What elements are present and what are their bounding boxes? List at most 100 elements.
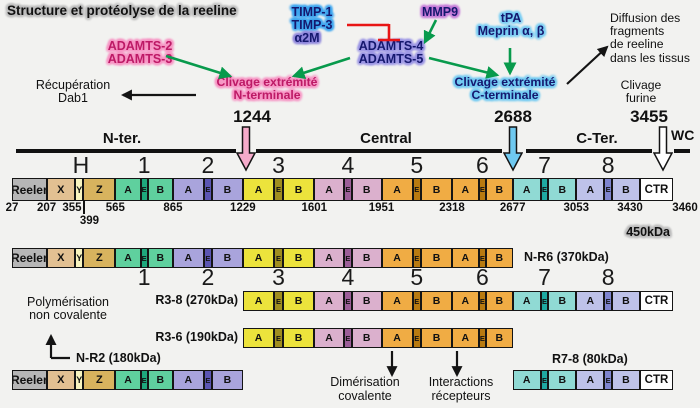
domain-box-R8: B [611,370,640,390]
domain-box-R6: A [452,178,479,201]
domain-box-Y: Y [74,178,84,201]
domain-box-R4: A [314,291,344,311]
domain-box-R2: A [172,370,204,390]
black-arrow [566,45,609,85]
domain-box-R7: B [548,291,577,311]
domain-box-R8: E [604,291,612,311]
mass-full-label: 450kDa [626,225,670,239]
domain-box-R8: B [611,291,640,311]
fragment-label-nr2: N-R2 (180kDa) [76,351,161,365]
repeat-header-4: 4 [341,152,355,178]
domain-box-R3: B [282,178,315,201]
domain-box-R8: B [611,178,640,201]
repeat-header-6: 6 [475,152,489,178]
repeat-header-H: H [72,152,90,178]
domain-box-R5: B [420,291,452,311]
domain-box-R3: E [274,248,283,268]
tick-label-355: 355 [62,202,82,214]
domain-box-R4: A [314,248,344,268]
domain-box-R1: B [147,178,173,201]
domain-box-R1: B [147,370,173,390]
repeat-header-5: 5 [410,264,424,290]
green-arrow [423,19,438,45]
domain-box-R5: A [381,248,413,268]
recuperation-label: Récupération Dab1 [35,78,111,105]
domain-box-R1: A [115,248,141,268]
pathway-label-mmp9: MMP9 [421,5,459,19]
domain-box-R5: B [420,178,452,201]
tick-label-207: 207 [36,202,57,214]
cleavage-site-number-3455: 3455 [630,107,668,126]
region-line-dash [674,149,690,153]
domain-box-R8: E [604,370,612,390]
repeat-header-8: 8 [601,264,615,290]
domain-box-R8: A [576,178,605,201]
domain-box-R1: A [115,178,141,201]
domain-box-R6: A [452,328,479,348]
domain-box-R5: E [412,291,421,311]
domain-box-reeler: Reeler [12,370,47,390]
domain-box-R4: E [343,178,352,201]
domain-box-R3: A [242,328,275,348]
repeat-header-7: 7 [538,152,551,178]
domain-box-R2: B [212,248,243,268]
domain-box-R8: A [576,291,605,311]
domain-box-R8: A [576,370,605,390]
cleavage-site-number-1244: 1244 [233,107,271,126]
domain-box-R4: B [351,328,382,348]
domain-box-R3: E [274,328,283,348]
domain-box-R2: A [172,178,204,201]
pathway-label-timp: TIMP-1 TIMP-3 [291,5,333,32]
domain-box-R2: B [212,178,243,201]
domain-box-Z: Z [83,248,116,268]
repeat-header-1: 1 [137,264,151,290]
domain-box-reeler: Reeler [12,248,47,268]
domain-box-R6: E [478,291,486,311]
domain-box-R3: A [242,291,275,311]
tick-label-27: 27 [5,202,19,214]
repeat-header-3: 3 [272,152,285,178]
domain-box-R4: E [343,291,352,311]
tick-label-3460: 3460 [672,202,698,214]
fragment-label-nr6: N-R6 (370kDa) [524,250,609,264]
domain-box-R1: E [140,178,148,201]
domain-box-R1: A [115,370,141,390]
domain-box-R6: A [452,291,479,311]
cleavage-arrow-1244 [236,126,256,172]
tick-label-2677: 2677 [499,202,526,214]
page-title: Structure et protéolyse de la reeline [7,3,237,18]
domain-box-R5: A [381,328,413,348]
tick-label-1951: 1951 [368,202,395,214]
domain-box-R1: E [140,248,148,268]
tick-label-2318: 2318 [439,202,465,214]
tick-label-1601: 1601 [301,202,328,214]
diffusion-label: Diffusion des fragments de reeline dans … [610,11,690,65]
tick-label-399: 399 [79,215,100,227]
domain-box-R4: A [314,178,344,201]
tick-line-399 [83,200,85,214]
domain-box-R1: B [147,248,173,268]
domain-box-R8: E [604,178,612,201]
domain-box-Y: Y [74,370,84,390]
domain-box-R2: E [203,370,213,390]
domain-box-R4: E [343,328,352,348]
domain-box-reeler: Reeler [12,178,47,201]
domain-box-R7: E [540,291,549,311]
cleavage-arrow-2688 [503,126,523,172]
domain-box-R5: A [381,178,413,201]
domain-box-R5: E [412,328,421,348]
domain-box-Z: Z [83,178,116,201]
domain-box-R5: E [412,178,421,201]
repeat-header-1: 1 [137,152,151,178]
domain-box-R6: E [478,328,486,348]
domain-box-R3: A [242,178,275,201]
domain-box-R6: B [485,328,513,348]
tick-label-865: 865 [163,202,183,214]
region-label-Central: Central [360,130,412,147]
domain-box-R6: B [485,291,513,311]
repeat-header-5: 5 [410,152,424,178]
region-label-N-ter.: N-ter. [102,130,142,147]
cleavage-n-label: Clivage extrémité N-terminale [216,75,318,102]
domain-box-R2: B [212,370,243,390]
